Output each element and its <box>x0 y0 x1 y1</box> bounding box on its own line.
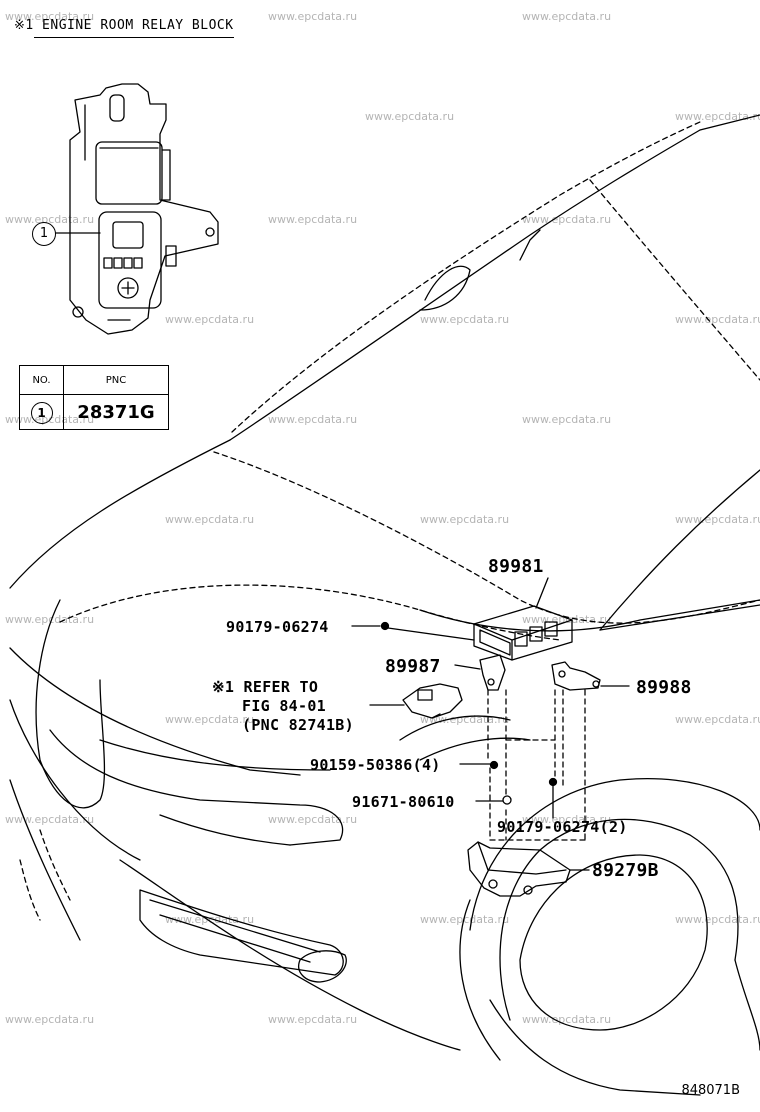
watermark: www.epcdata.ru <box>522 613 612 626</box>
bolt-91671 <box>502 795 512 805</box>
row-number-circle: 1 <box>30 401 53 424</box>
ecu-drawing <box>473 605 573 661</box>
watermark: www.epcdata.ru <box>420 313 510 326</box>
watermark: www.epcdata.ru <box>522 213 612 226</box>
part-label-89987[interactable]: 89987 <box>385 656 441 677</box>
bolt-90159 <box>489 760 499 770</box>
part-label-90179-06274-2[interactable]: 90179-06274(2) <box>497 818 628 836</box>
header-underline <box>34 37 234 38</box>
watermark: www.epcdata.ru <box>675 713 760 726</box>
watermark: www.epcdata.ru <box>268 813 358 826</box>
part-label-89988[interactable]: 89988 <box>636 677 692 698</box>
part-label-90179-06274[interactable]: 90179-06274 <box>226 618 329 636</box>
table-row: 1 28371G <box>19 394 169 430</box>
figure-number: 848071B <box>681 1083 740 1098</box>
refer-note-line2: FIG 84-01 <box>242 697 326 715</box>
table-header-no: NO. <box>19 365 64 395</box>
nut-90179-2 <box>548 777 558 787</box>
table-cell-no: 1 <box>19 394 64 430</box>
part-label-89279b[interactable]: 89279B <box>592 860 659 881</box>
watermark: www.epcdata.ru <box>165 513 255 526</box>
watermark: www.epcdata.ru <box>522 413 612 426</box>
watermark: www.epcdata.ru <box>365 110 455 123</box>
watermark: www.epcdata.ru <box>165 313 255 326</box>
watermark: www.epcdata.ru <box>5 1013 95 1026</box>
part-label-91671-80610[interactable]: 91671-80610 <box>352 793 455 811</box>
watermark: www.epcdata.ru <box>5 213 95 226</box>
part-label-89981[interactable]: 89981 <box>488 556 544 577</box>
bracket-89988-drawing <box>551 661 601 691</box>
watermark: www.epcdata.ru <box>675 913 760 926</box>
nut-90179 <box>380 621 390 631</box>
watermark: www.epcdata.ru <box>5 813 95 826</box>
watermark: www.epcdata.ru <box>268 413 358 426</box>
refer-note-line1: ※1 REFER TO <box>212 678 319 696</box>
watermark: www.epcdata.ru <box>675 313 760 326</box>
watermark: www.epcdata.ru <box>675 513 760 526</box>
watermark: www.epcdata.ru <box>420 913 510 926</box>
watermark: www.epcdata.ru <box>522 10 612 23</box>
bracket-89279-drawing <box>467 841 571 897</box>
watermark: www.epcdata.ru <box>522 813 612 826</box>
callout-number: 1 <box>32 222 56 246</box>
watermark: www.epcdata.ru <box>522 1013 612 1026</box>
relay-block-small-drawing <box>402 683 463 719</box>
watermark: www.epcdata.ru <box>268 1013 358 1026</box>
relay-block-drawing <box>69 83 219 335</box>
refer-note-line3[interactable]: (PNC 82741B) <box>242 716 354 734</box>
watermark: www.epcdata.ru <box>268 10 358 23</box>
watermark: www.epcdata.ru <box>165 913 255 926</box>
headlamp-drawing <box>9 599 531 1051</box>
guide-lines <box>487 689 586 841</box>
watermark: www.epcdata.ru <box>268 213 358 226</box>
section-header: ※1 ENGINE ROOM RELAY BLOCK <box>14 18 234 33</box>
table-header-pnc: PNC <box>63 365 169 395</box>
watermark: www.epcdata.ru <box>5 10 95 23</box>
leader-lines <box>351 577 630 871</box>
watermark: www.epcdata.ru <box>420 513 510 526</box>
bracket-89987-drawing <box>479 654 506 691</box>
watermark: www.epcdata.ru <box>165 713 255 726</box>
pnc-table: NO. PNC 1 28371G <box>19 365 169 430</box>
part-label-90159-50386[interactable]: 90159-50386(4) <box>310 756 441 774</box>
table-cell-pnc[interactable]: 28371G <box>63 394 169 430</box>
